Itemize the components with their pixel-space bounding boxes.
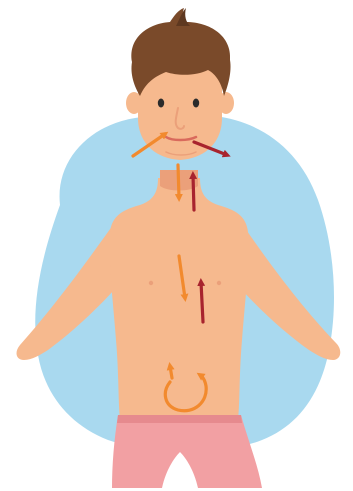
shorts: [112, 415, 262, 488]
torso: [110, 178, 249, 420]
up-arrow-chest: [201, 282, 203, 322]
right-nipple: [217, 281, 221, 285]
right-eye: [193, 99, 199, 108]
down-arrow-throat: [178, 165, 179, 198]
left-eye: [158, 99, 164, 108]
shorts-waistband: [117, 415, 242, 423]
left-nipple: [149, 281, 153, 285]
up-arrow-throat: [193, 175, 194, 210]
circular-arrow-tail: [170, 366, 172, 378]
